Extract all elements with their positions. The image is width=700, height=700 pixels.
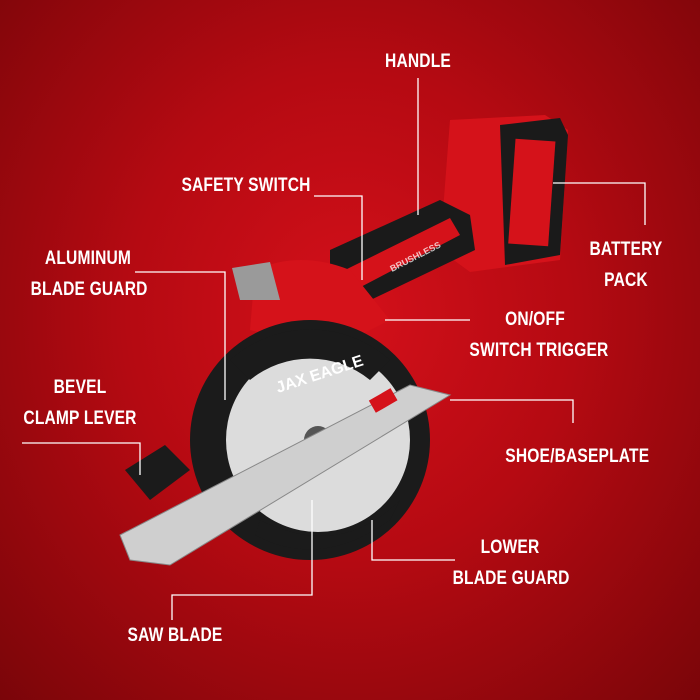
label-text: ON/OFF [505,309,565,330]
leader-saw-blade [171,500,313,620]
baseplate-graphic [119,384,452,566]
label-saw-blade: SAW BLADE [126,620,224,651]
label-text: BLADE GUARD [452,568,570,589]
label-text: SWITCH TRIGGER [469,340,609,361]
leader-safety-switch [314,195,363,280]
label-text: ALUMINUM [44,248,132,269]
label-text: BEVEL [53,377,107,398]
label-text: SAW BLADE [127,625,223,646]
label-shoe-baseplate: SHOE/BASEPLATE [505,441,650,472]
label-on-off-switch-trigger: ON/OFF SWITCH TRIGGER [469,304,609,366]
leader-lower-guard [371,520,455,561]
leader-aluminum-guard [135,271,226,400]
leader-battery [553,182,646,225]
label-text: PACK [604,270,648,291]
label-text: BLADE GUARD [30,279,148,300]
label-battery-pack: BATTERY PACK [585,234,667,296]
label-safety-switch: SAFETY SWITCH [180,170,311,201]
label-aluminum-blade-guard: ALUMINUM BLADE GUARD [30,243,148,305]
leader-bevel [22,442,141,475]
label-text: LOWER [480,537,540,558]
label-text: HANDLE [385,51,451,72]
label-text: SHOE/BASEPLATE [505,446,650,467]
label-bevel-clamp-lever: BEVEL CLAMP LEVER [23,372,138,434]
leader-baseplate [450,399,574,423]
label-text: BATTERY [589,239,663,260]
bevel-lever-graphic [125,445,190,500]
label-text: CLAMP LEVER [23,408,137,429]
label-handle: HANDLE [377,46,459,77]
lower-guard-graphic [255,500,400,550]
label-text: SAFETY SWITCH [181,175,311,196]
label-lower-blade-guard: LOWER BLADE GUARD [452,532,570,594]
